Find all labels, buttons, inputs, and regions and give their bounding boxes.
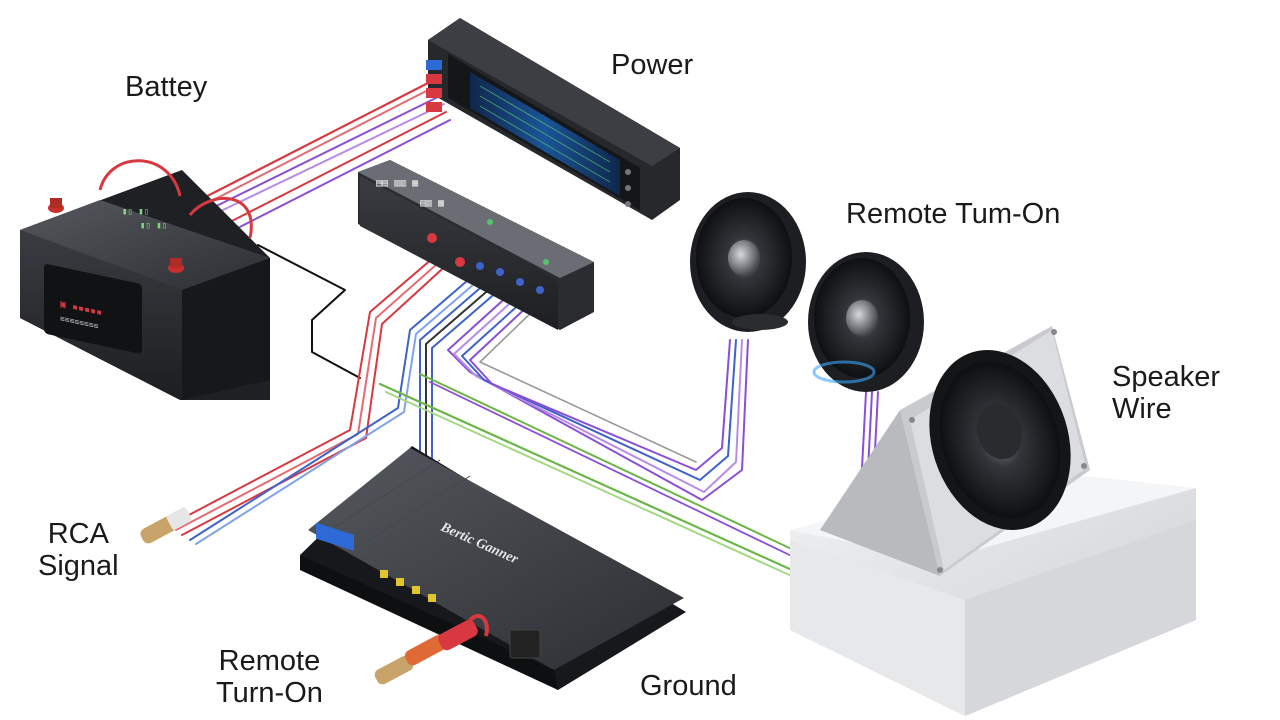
rca-signal-line2: Signal [38, 550, 119, 582]
battery-label: Battey [125, 71, 208, 103]
amplifier-icon: Bertic Ganner [300, 446, 686, 690]
rca-plug-icon-2 [374, 614, 489, 685]
battery-black-wire [257, 244, 361, 379]
rca-plug-icon [140, 507, 192, 544]
svg-text:▤▤ ▥▥ ▦: ▤▤ ▥▥ ▦ [376, 178, 418, 189]
remote-turn-on-top-label: Remote Tum-On [846, 198, 1061, 230]
ground-wires [378, 373, 801, 579]
rca-signal-wires [169, 251, 489, 545]
ground-label: Ground [640, 670, 737, 702]
speaker-wire-line2: Wire [1112, 393, 1172, 425]
speaker-wire-label: Speaker Wire [1112, 361, 1220, 425]
distribution-block-icon: ▤▤ ▥▥ ▦ ▤▥ ▦ [358, 160, 594, 330]
svg-text:▤▥ ▦: ▤▥ ▦ [420, 198, 444, 209]
power-amplifier-icon [426, 18, 680, 220]
tweeter-speaker-icon-2 [808, 252, 924, 392]
subwoofer-box-icon [790, 326, 1196, 716]
battery-icon: ▣ ▪▪▪▪▪ ≡≡≡≡≡≡≡≡ ▮▯ ▮▯ ▮▯ ▮▯ [20, 159, 270, 400]
speaker-wire-line1: Speaker [1112, 361, 1221, 393]
svg-text:▮▯ ▮▯: ▮▯ ▮▯ [122, 207, 149, 217]
remote-turn-on-bottom-label: Remote Turn-On [216, 645, 323, 709]
remote-turn-on-bottom-line2: Turn-On [216, 677, 323, 709]
rca-signal-line1: RCA [47, 518, 109, 550]
tweeter-speaker-icon [690, 192, 806, 332]
svg-text:▮▯ ▮▯: ▮▯ ▮▯ [140, 221, 167, 231]
amp-feed-wires [419, 275, 507, 471]
wires [169, 80, 879, 579]
remote-turn-on-bottom-line1: Remote [218, 645, 321, 677]
tweeter-speaker-wires [447, 291, 749, 501]
power-label: Power [611, 49, 694, 81]
rca-signal-label: RCA Signal [38, 518, 119, 582]
